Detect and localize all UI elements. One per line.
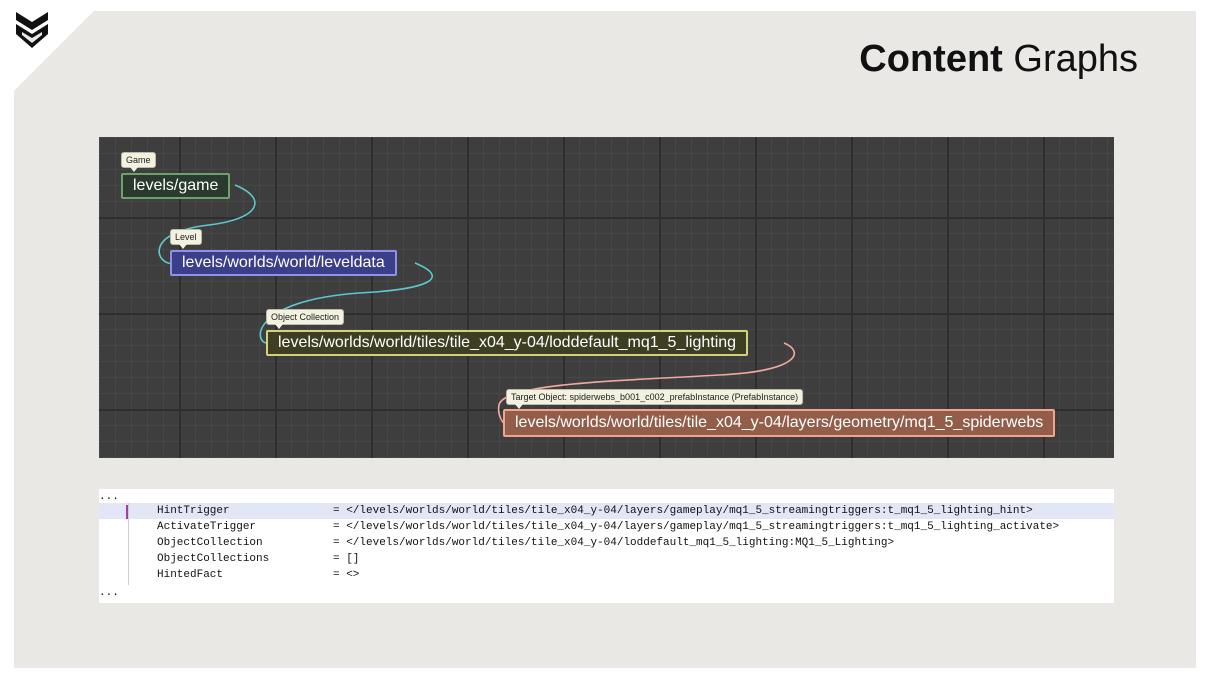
node-tag-target-object: Target Object: spiderwebs_b001_c002_pref… bbox=[506, 389, 804, 409]
graph-wires bbox=[158, 184, 796, 424]
code-value: = </levels/worlds/world/tiles/tile_x04_y… bbox=[333, 505, 1033, 517]
node-tag-game: Game bbox=[121, 152, 156, 172]
wire-object-collection-to-target bbox=[497, 342, 796, 424]
wire-level-to-object-collection bbox=[259, 262, 434, 344]
wire-game-to-level bbox=[158, 184, 256, 265]
code-key: ActivateTrigger bbox=[157, 521, 257, 533]
text-caret bbox=[126, 505, 128, 519]
code-value: = [] bbox=[333, 553, 360, 565]
code-value: = <> bbox=[333, 569, 360, 581]
title-bold: Content bbox=[859, 38, 1003, 80]
code-value: = </levels/worlds/world/tiles/tile_x04_y… bbox=[333, 521, 1060, 533]
node-tag-level: Level bbox=[170, 229, 202, 249]
page-title: Content Graphs bbox=[859, 38, 1138, 81]
ellipsis-bottom: ... bbox=[99, 587, 119, 599]
graph-node-level[interactable]: levels/worlds/world/leveldata bbox=[170, 250, 397, 276]
brand-logo-icon bbox=[16, 12, 48, 48]
content-graph-canvas[interactable]: Game levels/game Level levels/worlds/wor… bbox=[99, 137, 1114, 458]
code-value: = </levels/worlds/world/tiles/tile_x04_y… bbox=[333, 537, 895, 549]
graph-node-target-object[interactable]: levels/worlds/world/tiles/tile_x04_y-04/… bbox=[503, 409, 1056, 437]
title-rest: Graphs bbox=[1002, 38, 1138, 80]
node-tag-object-collection: Object Collection bbox=[266, 309, 345, 329]
code-key: HintTrigger bbox=[157, 505, 230, 517]
code-key: HintedFact bbox=[157, 569, 224, 581]
code-excerpt: ... HintTrigger = </levels/worlds/world/t… bbox=[99, 489, 1114, 603]
code-key: ObjectCollections bbox=[157, 553, 270, 565]
code-key: ObjectCollection bbox=[157, 537, 263, 549]
graph-node-game[interactable]: levels/game bbox=[121, 173, 231, 199]
code-gutter-line bbox=[128, 503, 129, 585]
ellipsis-top: ... bbox=[99, 491, 119, 503]
code-line-hint-trigger[interactable]: HintTrigger = </levels/worlds/world/tiles… bbox=[99, 503, 1114, 519]
graph-node-object-collection[interactable]: levels/worlds/world/tiles/tile_x04_y-04/… bbox=[266, 330, 749, 356]
